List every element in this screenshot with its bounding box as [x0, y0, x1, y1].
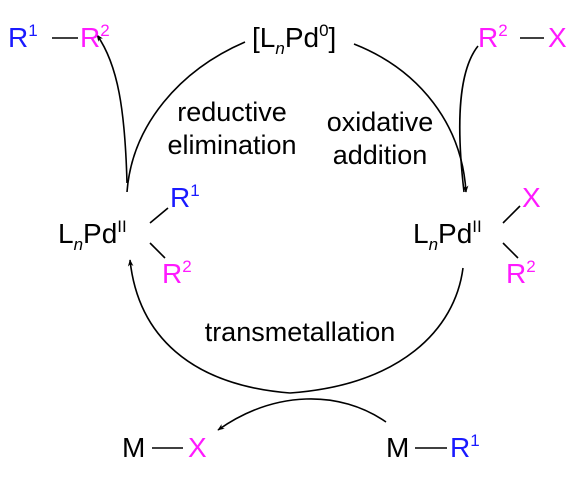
- pd2-left-R2: R2: [162, 257, 192, 289]
- reagent-R1: R1: [450, 431, 480, 463]
- step-reductive-line2: elimination: [167, 129, 297, 160]
- arc-transmetallation-up: [127, 259, 291, 394]
- step-oxidative-line2: addition: [332, 139, 428, 170]
- substrate-R2: R2: [478, 21, 508, 53]
- step-reductive-elimination: reductive elimination: [152, 96, 312, 162]
- arrow-from-substrate: [458, 45, 479, 193]
- product-R1: R1: [8, 21, 38, 53]
- oxidation-state: 0: [319, 21, 329, 40]
- arc-reductive-elimination: [126, 41, 246, 193]
- pd2-right-R2: R2: [506, 257, 536, 289]
- bond-Pd-R1-left: [149, 207, 169, 224]
- bond-Pd-R2-left: [149, 242, 166, 259]
- pd2-left-R1: R1: [170, 181, 200, 213]
- bond-Pd-R2-right: [502, 242, 519, 259]
- step-transmetallation: transmetallation: [204, 317, 396, 347]
- salt-X: X: [188, 432, 207, 463]
- substrate-X: X: [548, 22, 567, 53]
- reagent-M: M: [386, 432, 410, 463]
- arc-transmetallation-down: [289, 267, 464, 394]
- step-oxidative-line1: oxidative: [326, 107, 434, 137]
- step-oxidative-addition: oxidative addition: [300, 106, 460, 172]
- pd2-right-X: X: [522, 182, 541, 213]
- pd2-complex-left: LnPdII: [58, 217, 127, 254]
- arc-oxidative-addition: [353, 43, 469, 193]
- salt-M: M: [122, 432, 146, 463]
- bracket-open: [: [252, 22, 260, 53]
- step-reductive-line1: reductive: [177, 97, 287, 127]
- catalyst-pd0: [LnPd0]: [252, 21, 337, 57]
- ligand-L: L: [259, 22, 276, 53]
- bond-Pd-X-right: [502, 205, 521, 224]
- arrow-to-product: [96, 34, 128, 184]
- pd2-complex-right: LnPdII: [413, 217, 482, 254]
- product-R2: R2: [80, 21, 110, 53]
- bracket-close: ]: [328, 22, 337, 53]
- ligand-count-n: n: [275, 39, 285, 58]
- arrow-from-MR1: [217, 398, 387, 431]
- palladium-symbol: Pd: [284, 22, 320, 53]
